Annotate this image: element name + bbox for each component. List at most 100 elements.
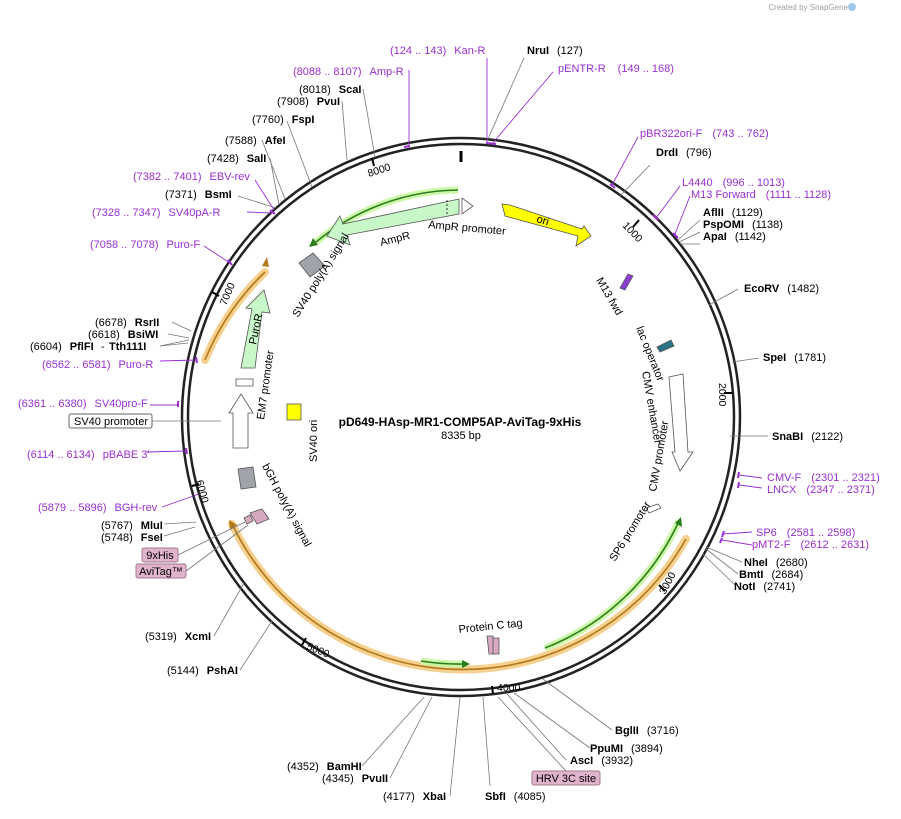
- sv40-promoter-box[interactable]: [68, 413, 153, 429]
- site-snabi[interactable]: SnaBI(2122): [772, 431, 843, 443]
- site-ecorv[interactable]: EcoRV(1482): [744, 283, 819, 295]
- site-pvui[interactable]: (7908)PvuI: [277, 96, 340, 108]
- primer-puro-f[interactable]: (7058 .. 7078)Puro-F: [90, 239, 200, 251]
- site-pspomi[interactable]: PspOMI(1138): [703, 219, 783, 231]
- sv40-ori-label: SV40 ori: [308, 420, 320, 462]
- tick-1000: [632, 219, 640, 228]
- tick-label-6000: 6000: [193, 479, 211, 505]
- avitag-leader: [185, 524, 249, 572]
- primer-sv40pa-r[interactable]: (7328 .. 7347)SV40pA-R: [92, 207, 221, 219]
- m13-fwd-label: M13 fwd: [593, 276, 624, 318]
- hrv-leader: [497, 696, 567, 772]
- site-nhei[interactable]: NheI(2680): [744, 557, 808, 569]
- puror-label: PuroR: [247, 313, 265, 346]
- site-pshai[interactable]: (5144)PshAI: [167, 665, 238, 677]
- 9xhis-box[interactable]: [141, 547, 179, 563]
- snapgene-credit: Created by SnapGene: [768, 3, 856, 12]
- orf-main-arrowhead: [229, 520, 237, 530]
- site-tth111i[interactable]: Tth111I: [109, 341, 146, 353]
- tick-label-4000: 4000: [497, 682, 521, 694]
- cmv-enhancer-feature: [668, 373, 694, 472]
- site-leader-lines: [159, 57, 768, 797]
- primer-pentr-r[interactable]: pENTR-R(149 .. 168): [558, 63, 674, 75]
- sp6-promoter-feature: [645, 503, 662, 514]
- primer-amp-r[interactable]: (8088 .. 8107)Amp-R: [293, 66, 404, 78]
- site-bmti[interactable]: BmtI(2684): [739, 569, 803, 581]
- orf-arcs: [201, 257, 690, 674]
- restriction-sites: NruI(127) DrdI(796) AflII(1129) PspOMI(1…: [30, 45, 843, 803]
- site-rsrii[interactable]: (6678)RsrII: [95, 317, 159, 329]
- site-bglii[interactable]: BglII(3716): [615, 725, 679, 737]
- primer-leader-lines: [145, 58, 763, 546]
- sv40-promoter-feature: [228, 393, 254, 449]
- tick-label-8000: 8000: [366, 161, 392, 180]
- primer-puro-r[interactable]: (6562 .. 6581)Puro-R: [42, 359, 153, 371]
- orf-puro-arrowhead: [262, 257, 269, 267]
- primer-kan-r[interactable]: (124 .. 143)Kan-R: [390, 45, 486, 57]
- orf-puro-line: [204, 271, 266, 361]
- site-xcmi[interactable]: (5319)XcmI: [145, 631, 211, 643]
- primer-marks: [177, 142, 740, 544]
- site-apai[interactable]: ApaI(1142): [703, 231, 766, 243]
- avitag-label: AviTag™: [139, 566, 183, 578]
- primer-pmt2-f[interactable]: pMT2-F(2612 .. 2631): [752, 539, 869, 551]
- site-scai[interactable]: (8018)ScaI: [299, 84, 361, 96]
- puror-feature: [240, 289, 271, 369]
- site-bsmi[interactable]: (7371)BsmI: [165, 189, 232, 201]
- site-xbai[interactable]: (4177)XbaI: [383, 791, 446, 803]
- site-mlui[interactable]: (5767)MluI: [101, 520, 163, 532]
- ori-label: ori: [535, 213, 550, 228]
- tick-4000: [491, 685, 494, 695]
- primer-cmv-f[interactable]: CMV-F(2301 .. 2321): [767, 472, 880, 484]
- 9xhis-label: 9xHis: [146, 550, 174, 562]
- site-drdi[interactable]: DrdI(796): [656, 147, 712, 159]
- site-bsiwi[interactable]: (6618)BsiWI: [88, 329, 158, 341]
- site-pflfi[interactable]: (6604)PflFI: [30, 341, 94, 353]
- site-bamhi[interactable]: (4352)BamHI: [287, 761, 362, 773]
- tick-7000: [211, 291, 220, 297]
- site-spei[interactable]: SpeI(1781): [763, 352, 826, 364]
- backbone-outer: [180, 136, 742, 698]
- site-ppumi[interactable]: PpuMI(3894): [590, 743, 663, 755]
- sv40-promoter-boxed-label: SV40 promoter: [74, 416, 148, 428]
- site-sbfi[interactable]: SbfI(4085): [485, 791, 546, 803]
- site-fspi[interactable]: (7760)FspI: [252, 114, 314, 126]
- orf-main-line: [231, 523, 687, 671]
- em7-promoter-feature: [235, 378, 254, 387]
- primers: (124 .. 143)Kan-R pENTR-R(149 .. 168) (8…: [18, 45, 880, 551]
- site-pvuii[interactable]: (4345)PvuII: [322, 773, 388, 785]
- site-asci[interactable]: AscI(3932): [570, 755, 633, 767]
- m13-fwd-feature: [619, 273, 634, 291]
- proteinc-arrowhead: [462, 660, 470, 668]
- primer-m13-forward[interactable]: M13 Forward(1111 .. 1128): [691, 189, 831, 201]
- site-noti[interactable]: NotI(2741): [734, 581, 795, 593]
- primer-ebv-rev[interactable]: (7382 .. 7401)EBV-rev: [133, 171, 250, 183]
- primer-lncx[interactable]: LNCX(2347 .. 2371): [767, 484, 875, 496]
- site-afei[interactable]: (7588)AfeI: [225, 135, 286, 147]
- avitag-box[interactable]: [135, 563, 187, 579]
- tick-3000: [658, 584, 666, 592]
- backbone-inner: [186, 142, 736, 692]
- primer-sp6[interactable]: SP6(2581 .. 2598): [756, 527, 855, 539]
- primer-pbabe3[interactable]: (6114 .. 6134)pBABE 3': [27, 449, 149, 461]
- primer-sv40pro-f[interactable]: (6361 .. 6380)SV40pro-F: [18, 398, 148, 410]
- green-arcs: [309, 186, 683, 668]
- primer-pbr322ori-f[interactable]: pBR322ori-F(743 .. 762): [640, 128, 769, 140]
- hrv-3c-box[interactable]: [531, 770, 601, 786]
- site-nrui[interactable]: NruI(127): [527, 45, 583, 57]
- primer-l4440[interactable]: L4440(996 .. 1013): [682, 177, 785, 189]
- tick-5000: [301, 637, 307, 646]
- site-aflii[interactable]: AflII(1129): [703, 207, 763, 219]
- his-leader: [177, 521, 246, 556]
- site-sali[interactable]: (7428)SalI: [207, 153, 266, 165]
- site-fsei[interactable]: (5748)FseI: [101, 532, 163, 544]
- plasmid-length: 8335 bp: [441, 430, 481, 442]
- ampr-promoter-label: AmpR promoter: [428, 219, 507, 238]
- site-dash: -: [101, 341, 105, 353]
- primer-bgh-rev[interactable]: (5879 .. 5896)BGH-rev: [38, 502, 158, 514]
- sv40-polya-feature: [298, 252, 326, 278]
- credit-text: Created by SnapGene: [768, 3, 848, 12]
- ampr-arrowhead: [309, 238, 318, 247]
- tick-8000: [371, 157, 375, 167]
